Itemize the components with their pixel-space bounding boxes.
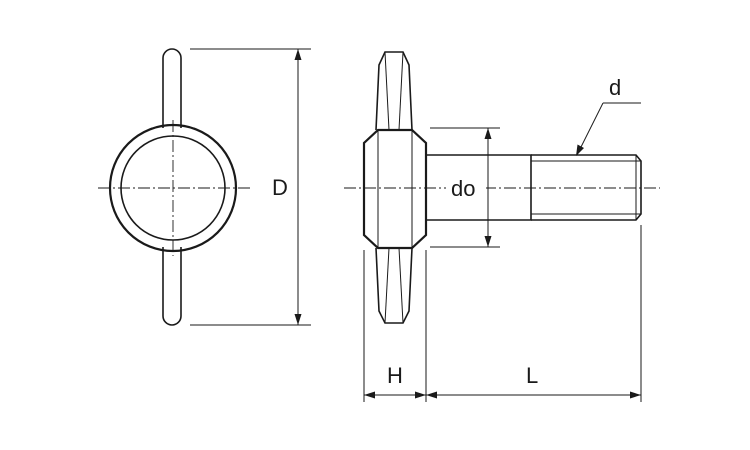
side-lower-wing-edge-2 xyxy=(398,247,404,324)
dim-do-arrow-bottom xyxy=(484,236,492,247)
dimension-do: do xyxy=(430,127,500,248)
side-lower-wing xyxy=(375,247,413,324)
side-shank xyxy=(426,154,532,221)
dim-L-arrow-left xyxy=(426,391,437,399)
dimension-D: D xyxy=(190,48,311,326)
dim-L-arrow-right xyxy=(630,391,641,399)
dim-D-arrow-bottom xyxy=(294,314,302,325)
dimension-L: L xyxy=(426,225,642,402)
side-upper-wing-edge-2 xyxy=(398,51,404,131)
dim-d-label: d xyxy=(609,75,621,100)
dim-H-arrow-left xyxy=(364,391,375,399)
dim-D-label: D xyxy=(272,175,288,200)
dim-do-label-background xyxy=(446,174,486,202)
dim-D-arrow-top xyxy=(294,49,302,60)
side-upper-wing-edge-1 xyxy=(384,51,390,131)
side-thread-outline xyxy=(531,154,642,221)
dim-d-leader-line xyxy=(576,102,604,156)
side-view xyxy=(344,51,660,324)
dim-d-leader-arrow xyxy=(576,144,584,156)
side-hub xyxy=(362,128,428,250)
dim-do-label: do xyxy=(451,176,475,201)
front-view xyxy=(98,48,250,326)
side-lower-wing-edge-1 xyxy=(384,247,390,324)
dimension-d: d xyxy=(576,75,641,156)
dim-H-arrow-right xyxy=(415,391,426,399)
dimension-H: H xyxy=(363,250,427,402)
front-upper-wing xyxy=(162,48,182,128)
dim-L-label: L xyxy=(526,363,538,388)
dim-H-label: H xyxy=(387,363,403,388)
side-upper-wing xyxy=(375,51,413,131)
front-lower-wing xyxy=(162,247,182,326)
dim-do-arrow-top xyxy=(484,128,492,139)
